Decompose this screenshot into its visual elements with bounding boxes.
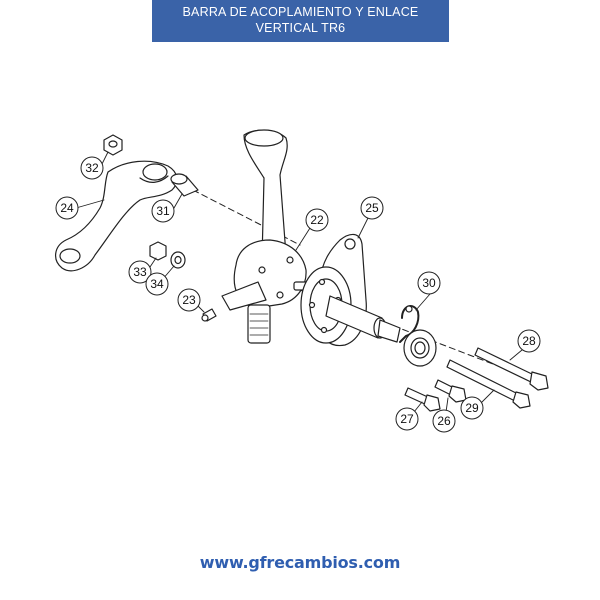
part-number-23: 23 — [182, 293, 196, 307]
callout-33 — [128, 260, 152, 284]
callout-32 — [80, 156, 104, 180]
callout-22 — [305, 208, 329, 232]
callout-24 — [55, 196, 79, 220]
part-number-22: 22 — [310, 213, 324, 227]
part-number-26: 26 — [437, 414, 451, 428]
grease-nipple-part — [201, 308, 217, 322]
bearing-part — [403, 329, 437, 367]
callout-30 — [417, 271, 441, 295]
bolt-part — [446, 359, 531, 409]
title-line-1: BARRA DE ACOPLAMIENTO Y ENLACE — [182, 5, 419, 19]
long-bolt-part — [474, 347, 549, 391]
part-number-25: 25 — [365, 201, 379, 215]
steering-arm-part — [55, 160, 178, 272]
callout-26 — [432, 409, 456, 433]
part-number-29: 29 — [465, 401, 479, 415]
stub-axle-part — [325, 295, 401, 343]
part-number-31: 31 — [156, 204, 170, 218]
part-number-33: 33 — [133, 265, 147, 279]
part-number-30: 30 — [422, 276, 436, 290]
callout-29 — [460, 396, 484, 420]
callout-28 — [517, 329, 541, 353]
vertical-link-part — [221, 129, 309, 344]
title-line-2: VERTICAL TR6 — [255, 21, 346, 35]
leader-lines — [75, 151, 523, 413]
short-bolt-part-2 — [404, 387, 441, 412]
part-number-34: 34 — [150, 277, 164, 291]
nut-part — [103, 134, 123, 156]
short-bolt-part — [434, 379, 467, 403]
website-link[interactable]: www.gfrecambios.com — [199, 553, 401, 572]
part-number-24: 24 — [60, 201, 74, 215]
part-number-27: 27 — [400, 412, 414, 426]
callout-23 — [177, 288, 201, 312]
bush-part — [170, 173, 199, 197]
callout-31 — [151, 199, 175, 223]
callout-27 — [395, 407, 419, 431]
nut-washer-part — [149, 241, 186, 269]
part-number-28: 28 — [522, 334, 536, 348]
part-number-32: 32 — [85, 161, 99, 175]
callout-25 — [360, 196, 384, 220]
callout-34 — [145, 272, 169, 296]
title-banner: BARRA DE ACOPLAMIENTO Y ENLACE VERTICAL … — [152, 0, 449, 42]
